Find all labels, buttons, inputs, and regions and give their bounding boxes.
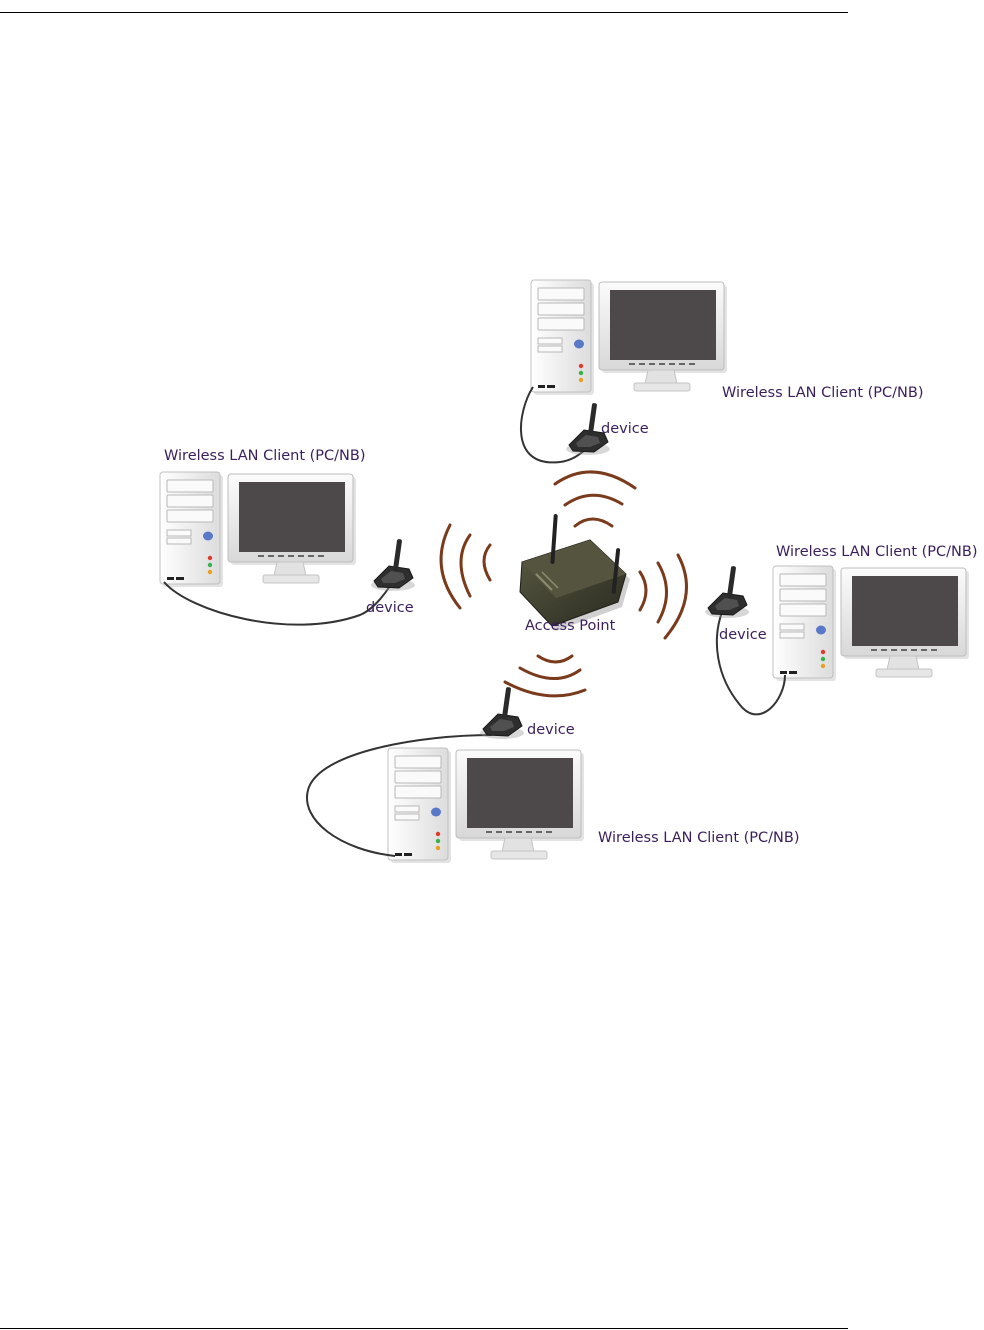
device-label-right: device bbox=[719, 627, 767, 643]
workstation-top bbox=[531, 280, 727, 395]
client-label-left: Wireless LAN Client (PC/NB) bbox=[164, 448, 366, 464]
usb-adapter-right-icon bbox=[705, 566, 749, 618]
device-label-bottom: device bbox=[527, 722, 575, 738]
device-label-left: device bbox=[366, 600, 414, 616]
access-point-label: Access Point bbox=[525, 618, 616, 634]
usb-adapter-bottom-icon bbox=[480, 687, 524, 739]
client-label-top: Wireless LAN Client (PC/NB) bbox=[722, 385, 924, 401]
usb-adapter-left-icon bbox=[371, 539, 415, 591]
client-label-right: Wireless LAN Client (PC/NB) bbox=[776, 544, 978, 560]
workstation-bottom bbox=[388, 748, 584, 863]
workstation-right bbox=[773, 566, 969, 681]
client-label-bottom: Wireless LAN Client (PC/NB) bbox=[598, 830, 800, 846]
access-point-icon bbox=[520, 514, 630, 631]
device-label-top: device bbox=[601, 421, 649, 437]
workstation-left bbox=[160, 472, 356, 587]
cable-left bbox=[164, 582, 390, 625]
